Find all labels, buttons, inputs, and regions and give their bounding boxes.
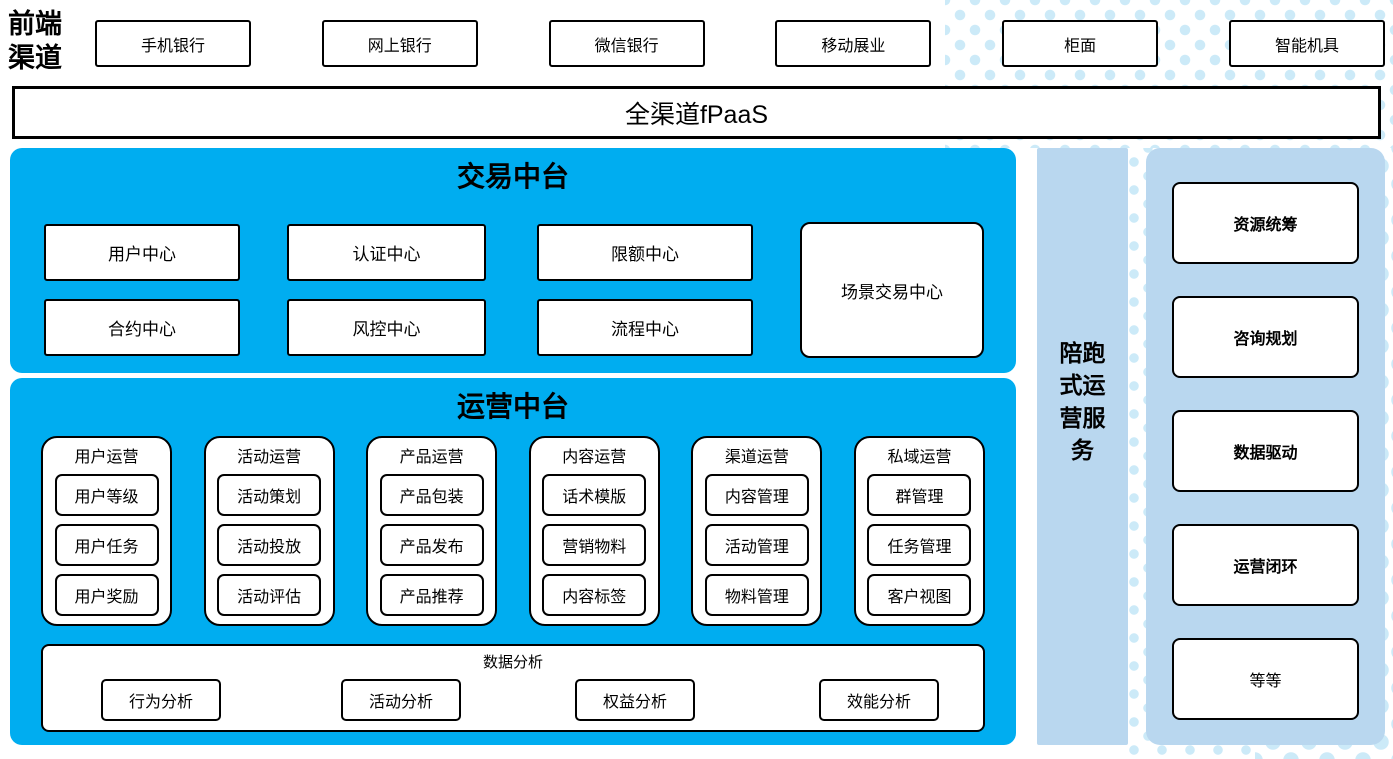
service-box-data-driven: 数据驱动: [1172, 410, 1359, 492]
ops-item: 内容标签: [542, 574, 647, 616]
front-channels-row: 手机银行 网上银行 微信银行 移动展业 柜面 智能机具: [95, 20, 1385, 67]
service-box-ops-loop: 运营闭环: [1172, 524, 1359, 606]
fpaas-label: 全渠道fPaaS: [624, 100, 769, 129]
ops-item: 产品发布: [379, 524, 484, 566]
ops-column-header: 用户运营: [74, 449, 139, 466]
ops-item: 客户视图: [867, 574, 972, 616]
ops-column-header: 内容运营: [562, 449, 627, 466]
ops-column-header: 私域运营: [887, 449, 952, 466]
channel-box-wechat-banking: 微信银行: [548, 20, 705, 67]
service-box-etc: 等等: [1172, 638, 1359, 720]
ops-column-activity: 活动运营 活动策划 活动投放 活动评估: [203, 436, 335, 626]
ops-item: 产品推荐: [379, 574, 484, 616]
ops-item: 内容管理: [704, 474, 809, 516]
analysis-box-activity: 活动分析: [341, 679, 461, 721]
ops-column-product: 产品运营 产品包装 产品发布 产品推荐: [366, 436, 498, 626]
data-analysis-title: 数据分析: [482, 654, 543, 671]
front-channels-label: 前端渠道: [8, 9, 62, 73]
ops-column-header: 产品运营: [399, 449, 464, 466]
data-analysis-container: 数据分析 行为分析 活动分析 权益分析 效能分析: [41, 644, 985, 732]
ops-item: 活动投放: [217, 524, 322, 566]
ops-item: 用户奖励: [54, 574, 159, 616]
ops-platform-block: 运营中台 用户运营 用户等级 用户任务 用户奖励 活动运营 活动策划 活动投放 …: [10, 378, 1016, 745]
service-box-resource-planning: 资源统筹: [1172, 182, 1359, 264]
ops-item: 产品包装: [379, 474, 484, 516]
ops-item: 话术模版: [542, 474, 647, 516]
analysis-box-behavior: 行为分析: [101, 679, 221, 721]
ops-item: 物料管理: [704, 574, 809, 616]
trade-box-risk-center: 风控中心: [287, 299, 486, 356]
analysis-box-efficiency: 效能分析: [819, 679, 939, 721]
channel-box-mobile-banking: 手机银行: [95, 20, 251, 67]
trade-platform-title: 交易中台: [456, 162, 569, 193]
ops-columns-row: 用户运营 用户等级 用户任务 用户奖励 活动运营 活动策划 活动投放 活动评估 …: [41, 436, 985, 626]
service-box-consulting: 咨询规划: [1172, 296, 1359, 378]
ops-column-content: 内容运营 话术模版 营销物料 内容标签: [528, 436, 660, 626]
service-panel: 资源统筹 咨询规划 数据驱动 运营闭环 等等: [1146, 148, 1385, 745]
ops-item: 用户任务: [54, 524, 159, 566]
trade-box-contract-center: 合约中心: [44, 299, 240, 356]
trade-box-limit-center: 限额中心: [537, 224, 753, 281]
fpaas-bar: 全渠道fPaaS: [12, 86, 1381, 139]
trade-box-scene-trade-center: 场景交易中心: [800, 222, 984, 358]
ops-item: 营销物料: [542, 524, 647, 566]
ops-item: 群管理: [867, 474, 972, 516]
ops-platform-title: 运营中台: [456, 392, 569, 423]
accompany-ops-service-strip: 陪跑式运营服务: [1037, 148, 1128, 745]
trade-box-auth-center: 认证中心: [287, 224, 486, 281]
accompany-ops-service-label: 陪跑式运营服务: [1059, 340, 1106, 463]
analysis-box-rights: 权益分析: [575, 679, 695, 721]
trade-platform-block: 交易中台 用户中心 认证中心 限额中心 合约中心 风控中心 流程中心 场景交易中…: [10, 148, 1016, 373]
ops-item: 用户等级: [54, 474, 159, 516]
ops-item: 活动策划: [217, 474, 322, 516]
trade-box-process-center: 流程中心: [537, 299, 753, 356]
trade-box-user-center: 用户中心: [44, 224, 240, 281]
ops-item: 活动评估: [217, 574, 322, 616]
ops-column-private-domain: 私域运营 群管理 任务管理 客户视图: [853, 436, 985, 626]
ops-column-header: 活动运营: [237, 449, 302, 466]
channel-box-smart-devices: 智能机具: [1228, 20, 1385, 67]
channel-box-online-banking: 网上银行: [321, 20, 478, 67]
ops-item: 任务管理: [867, 524, 972, 566]
ops-column-header: 渠道运营: [724, 449, 789, 466]
channel-box-counter: 柜面: [1002, 20, 1159, 67]
ops-column-channel: 渠道运营 内容管理 活动管理 物料管理: [691, 436, 823, 626]
ops-column-user: 用户运营 用户等级 用户任务 用户奖励: [41, 436, 172, 626]
channel-box-mobile-marketing: 移动展业: [775, 20, 932, 67]
ops-item: 活动管理: [704, 524, 809, 566]
